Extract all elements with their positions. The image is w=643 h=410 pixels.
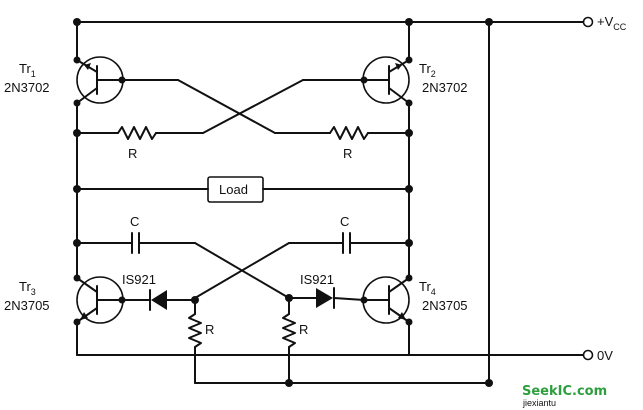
diode-label-right: IS921 [300, 272, 334, 287]
tr2-ref: Tr2 [419, 61, 436, 79]
tr1-ref: Tr1 [19, 61, 36, 79]
capacitor-right [194, 232, 410, 299]
tr3-ref: Tr3 [19, 279, 36, 297]
ground-label: 0V [597, 348, 613, 363]
tr3-part: 2N3705 [4, 298, 50, 313]
watermark-subtext: jiexiantu [522, 398, 556, 408]
capacitor-left [76, 232, 290, 299]
resistor-label-top-right: R [343, 146, 352, 161]
tr1-part: 2N3702 [4, 80, 50, 95]
tr4-part: 2N3705 [422, 298, 468, 313]
load-label: Load [219, 182, 248, 197]
ground-rail [76, 349, 594, 361]
tr4-ref: Tr4 [419, 279, 436, 297]
load [76, 176, 410, 203]
transistor-tr1 [73, 56, 126, 107]
transistor-tr4 [360, 274, 413, 326]
diode-right [288, 287, 365, 309]
tr2-part: 2N3702 [422, 80, 468, 95]
resistor-r-bottom-right [282, 297, 296, 384]
watermark-text: SeekIC.com [522, 384, 607, 399]
resistor-r-bottom-left [188, 299, 202, 384]
vcc-rail [76, 16, 594, 28]
vcc-label: +VCC [597, 14, 627, 32]
transistor-tr3 [73, 274, 126, 326]
resistor-r-top-left [76, 126, 204, 140]
transistor-tr2 [360, 56, 413, 107]
capacitor-label-right: C [340, 214, 349, 229]
vcc-terminal [582, 16, 594, 28]
top-cross-coupling [121, 79, 365, 134]
resistor-label-bottom-right: R [299, 322, 308, 337]
diode-label-left: IS921 [122, 272, 156, 287]
diode-left [121, 289, 196, 311]
ground-terminal [582, 349, 594, 361]
resistor-label-bottom-left: R [205, 322, 214, 337]
capacitor-label-left: C [130, 214, 139, 229]
resistor-label-top-left: R [128, 146, 137, 161]
resistor-r-top-right [274, 126, 410, 140]
